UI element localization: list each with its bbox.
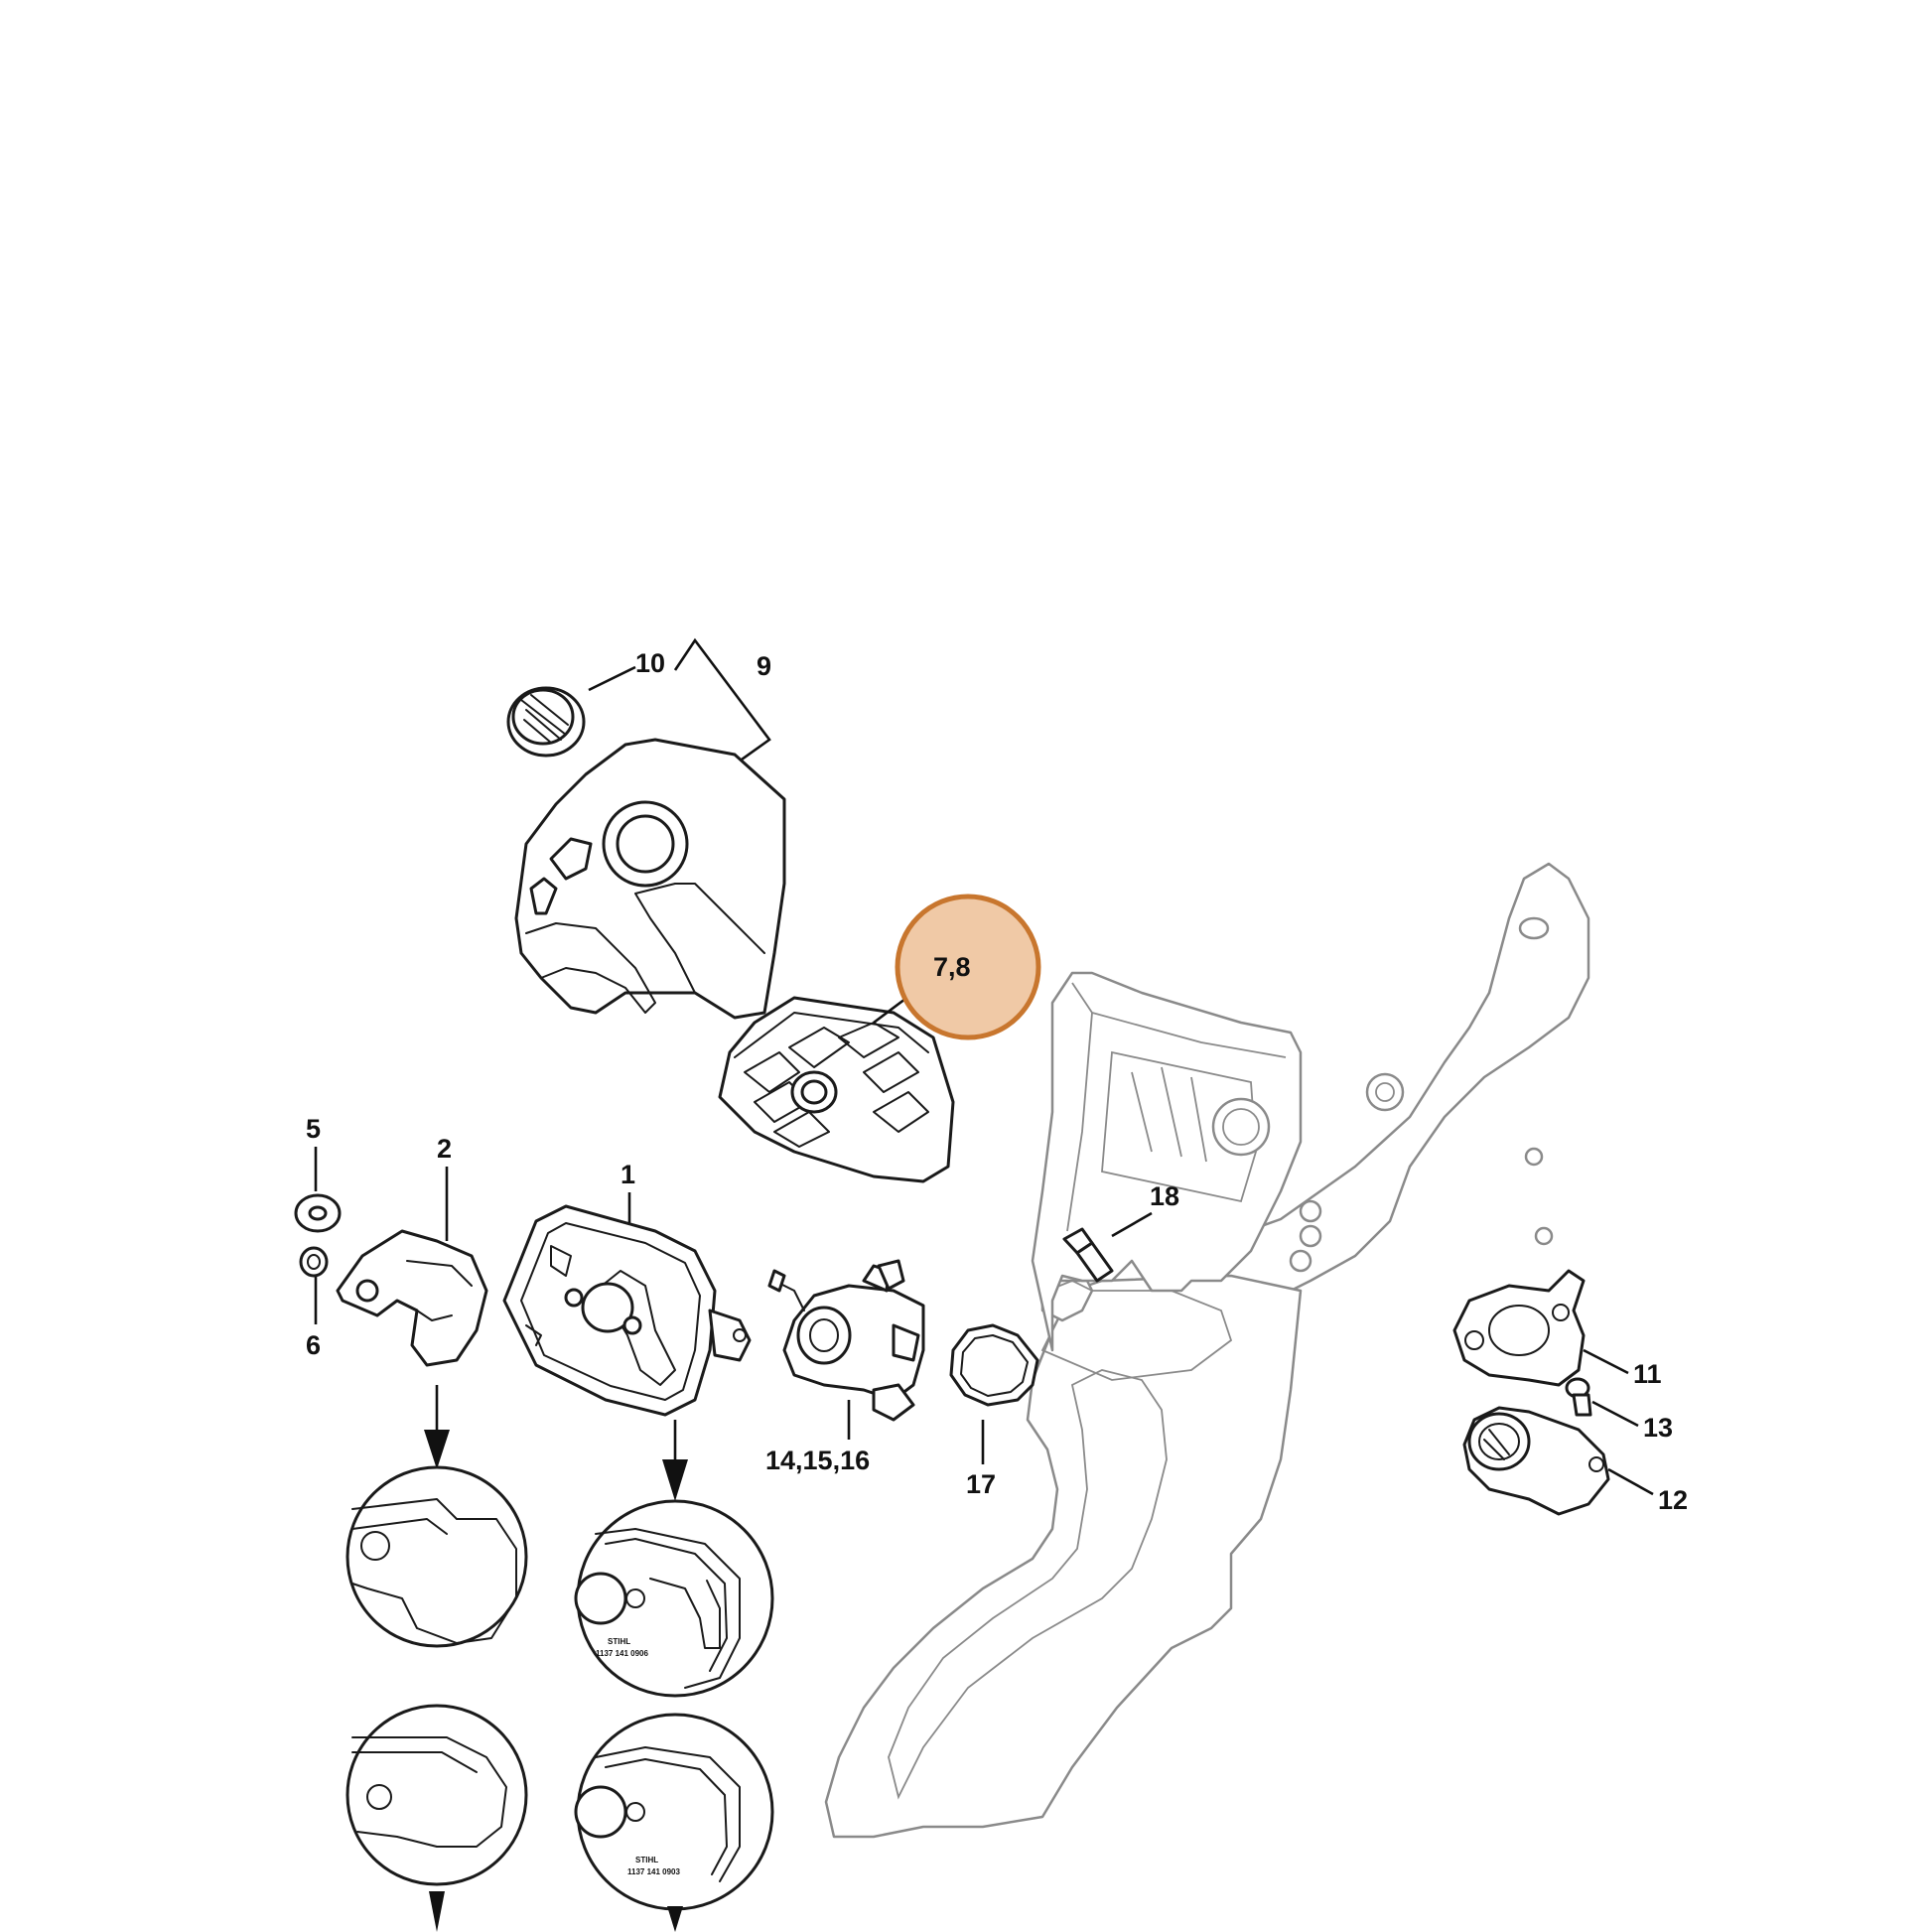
leader-12 (1607, 1467, 1654, 1496)
callout-12: 12 (1658, 1485, 1688, 1515)
leader-11 (1583, 1348, 1629, 1375)
detail-baffle-variant-b (345, 1704, 528, 1886)
detail-baffle-variant-a (345, 1465, 528, 1648)
leader-13 (1591, 1400, 1639, 1428)
callout-11: 11 (1633, 1359, 1662, 1389)
callout-6: 6 (306, 1330, 321, 1360)
part-2-baffle (336, 1229, 488, 1367)
detail-brand-lower: STIHL (635, 1856, 658, 1864)
part-12-manifold (1462, 1406, 1610, 1516)
leader-9-bracket (673, 637, 771, 766)
detail-part-no-lower: 1137 141 0903 (627, 1867, 680, 1876)
part-6-nut (299, 1246, 329, 1278)
part-17-gasket (949, 1323, 1039, 1407)
detail-carb-box-variant-a: STIHL 1137 141 0906 (574, 1499, 774, 1698)
part-14-15-16-carburetor (767, 1259, 925, 1422)
detail-carb-box-variant-b: STIHL 1137 141 0903 (574, 1713, 774, 1911)
callout-17: 17 (966, 1469, 996, 1499)
leader-18 (1111, 1211, 1153, 1238)
part-11-flange (1452, 1269, 1586, 1387)
part-1-carburetor-box (502, 1204, 752, 1417)
callout-10: 10 (635, 648, 665, 678)
callout-7-8[interactable]: 7,8 (933, 952, 971, 982)
callout-2: 2 (437, 1134, 452, 1164)
detail-brand-upper: STIHL (608, 1637, 630, 1646)
part-7-8-air-filter (718, 996, 955, 1183)
part-18-screw (1062, 1227, 1114, 1283)
callout-14-15-16: 14,15,16 (765, 1446, 870, 1475)
detail-pointer-2 (424, 1430, 450, 1469)
callout-9: 9 (757, 651, 771, 681)
detail-pointer-bottom-right (667, 1906, 683, 1932)
highlight-circle[interactable] (895, 894, 1041, 1040)
detail-pointer-1 (662, 1459, 688, 1501)
part-5-washer (294, 1193, 342, 1233)
handle-housing (824, 862, 1590, 1839)
callout-1: 1 (621, 1160, 635, 1189)
part-10-cap (506, 686, 586, 758)
callout-13: 13 (1643, 1413, 1673, 1443)
part-9-shroud (514, 738, 786, 1020)
detail-part-no-upper: 1137 141 0906 (596, 1649, 648, 1658)
detail-pointer-bottom-left (429, 1891, 445, 1932)
part-13-screw (1565, 1377, 1592, 1417)
callout-5: 5 (306, 1114, 321, 1144)
callout-18: 18 (1150, 1181, 1179, 1211)
leader-10 (588, 665, 636, 692)
